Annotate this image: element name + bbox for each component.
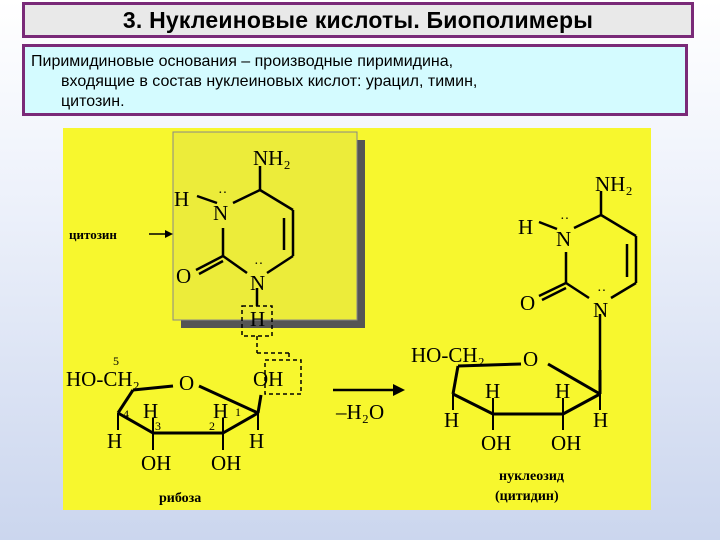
slide-title: 3. Нуклеиновые кислоты. Биополимеры: [122, 6, 594, 33]
ribose-h-c1-up: H: [213, 399, 228, 423]
nucleoside-n3: N: [556, 227, 571, 251]
nucleoside-oh-c2: OH: [551, 431, 581, 455]
nucleoside-ring-o: O: [523, 347, 538, 371]
nucleoside-h-label: H: [518, 215, 533, 239]
ribose-ring-bonds: [116, 384, 263, 435]
cytosine-label-arrowhead: [165, 230, 173, 238]
water-elimination-label: –H₂O: [335, 400, 384, 424]
ribose-ring-o: O: [179, 371, 194, 395]
cytosine-n1: N: [250, 271, 265, 295]
cytosine-panel: [172, 131, 358, 321]
definition-line-2: входящие в состав нуклеиновых кислот: ур…: [61, 73, 478, 90]
dashed-box-h: [241, 305, 273, 337]
ribose-c4-number: 4: [123, 407, 129, 421]
cytosine-o: O: [176, 264, 191, 288]
ribose-oh-c1: OH: [253, 367, 283, 391]
ribose-h-c4-down: H: [107, 429, 122, 453]
cytosine-nh2: NH₂: [253, 146, 291, 170]
cytidine-label: (цитидин): [495, 489, 559, 504]
ribose-ho-ch2: HO-CH₂: [66, 367, 140, 391]
definition-line-1: Пиримидиновые основания – производные пи…: [31, 53, 454, 70]
reaction-figure: NH₂ H N ·· O N ·· H цитозин 5 HO-CH₂ O O…: [63, 128, 651, 510]
slide-title-box: 3. Нуклеиновые кислоты. Биополимеры: [22, 2, 694, 38]
ribose-substituent-bonds: [117, 413, 259, 450]
ribose-oh-c2: OH: [211, 451, 241, 475]
lone-pair-dots: ··: [254, 257, 263, 272]
lone-pair-dots: ··: [597, 284, 606, 299]
nucleoside-oh-c3: OH: [481, 431, 511, 455]
nucleoside-h-c4-down: H: [444, 408, 459, 432]
nucleoside-h-c4-up: H: [485, 379, 500, 403]
cytosine-h-label: H: [174, 187, 189, 211]
ribose-c3-number: 3: [155, 419, 161, 433]
nucleoside-h-c1-down: H: [593, 408, 608, 432]
ribose-c5-number: 5: [113, 354, 119, 368]
ribose-h-c4-up: H: [143, 399, 158, 423]
nucleoside-label: нуклеозид: [499, 469, 564, 484]
definition-box: Пиримидиновые основания – производные пи…: [22, 44, 688, 116]
definition-line-3: цитозин.: [61, 93, 125, 110]
dashed-box-oh: [264, 359, 302, 395]
lone-pair-dots: ··: [560, 212, 569, 227]
reaction-arrowhead: [393, 384, 405, 396]
ribose-c2-number: 2: [209, 419, 215, 433]
nucleoside-ho-ch2: HO-CH₂: [411, 343, 485, 367]
cytosine-n3: N: [213, 201, 228, 225]
cytosine-ring-bonds: [195, 166, 295, 306]
nucleoside-n1: N: [593, 298, 608, 322]
ribose-h-c1-down: H: [249, 429, 264, 453]
nucleoside-nh2: NH₂: [595, 172, 633, 196]
lone-pair-dots: ··: [218, 186, 227, 201]
cytosine-n1-h: H: [250, 307, 265, 331]
reaction-diagram: NH₂ H N ·· O N ·· H цитозин 5 HO-CH₂ O O…: [66, 131, 638, 506]
ribose-oh-c3: OH: [141, 451, 171, 475]
cytosine-label: цитозин: [69, 227, 117, 242]
nucleoside-h-c1-up: H: [555, 379, 570, 403]
ribose-c1-number: 1: [235, 405, 241, 419]
ribose-label: рибоза: [159, 491, 201, 506]
nucleoside-base-o: O: [520, 291, 535, 315]
nucleoside-sugar-substituent-bonds: [452, 394, 601, 430]
nucleoside-base-bonds: [538, 191, 638, 370]
nucleoside-sugar-bonds: [451, 362, 602, 416]
